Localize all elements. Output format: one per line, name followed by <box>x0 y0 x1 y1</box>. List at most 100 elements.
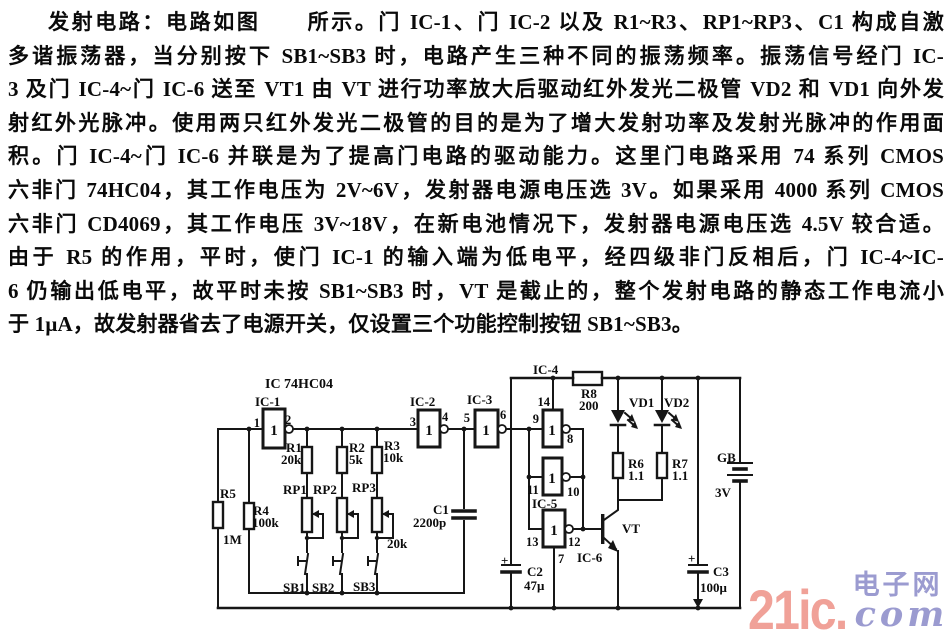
pin-11: 11 <box>527 483 539 497</box>
pin-6: 6 <box>500 408 506 422</box>
label-c2: C2 <box>527 564 543 579</box>
label-r2: R2 <box>349 440 365 455</box>
article-line: 3 及门 IC-4~门 IC-6 送至 VT1 由 VT 进行功率放大后驱动红外… <box>8 77 944 102</box>
chip-caption: IC 74HC04 <box>265 377 333 392</box>
label-ic1: IC-1 <box>255 394 280 409</box>
article-line: 由于 R5 的作用，平时，使门 IC-1 的输入端为低电平，经四级非门反相后，门… <box>8 245 944 270</box>
gate-symbol-ic4: 1 <box>548 423 556 439</box>
article-line: 六非门 CD4069，其工作电压 3V~18V，在新电池情况下，发射器电源电压选… <box>8 211 944 236</box>
gate-symbol-ic2: 1 <box>425 423 433 439</box>
pin-10: 10 <box>567 485 580 499</box>
article-line: 多谐振荡器，当分别按下 SB1~SB3 时，电路产生三种不同的振荡频率。振荡信号… <box>8 43 944 68</box>
capacitor-c2 <box>500 564 522 574</box>
label-sb3: SB3 <box>353 579 376 594</box>
article-line: 六非门 74HC04，其工作电压为 2V~6V，发射器电源电压选 3V。如果采用… <box>8 177 944 202</box>
pin-7: 7 <box>558 552 564 566</box>
ground-arrow <box>693 599 703 608</box>
value-c2: 47μ <box>524 578 545 593</box>
polarity-c2: + <box>501 553 508 568</box>
pushbutton-sb3 <box>367 552 380 576</box>
label-ic2: IC-2 <box>410 394 435 409</box>
value-r1: 20k <box>281 452 302 467</box>
transistor-vt <box>601 514 618 552</box>
label-gb: GB <box>717 450 736 465</box>
pushbutton-sb1 <box>297 552 310 576</box>
pin-12: 12 <box>568 535 581 549</box>
capacitor-c1 <box>451 509 477 520</box>
potentiometer-rp3 <box>370 496 384 534</box>
label-rp2: RP2 <box>313 482 337 497</box>
pushbutton-symbols <box>297 552 380 576</box>
resistor-r1 <box>300 445 314 475</box>
label-ic6: IC-6 <box>577 550 603 565</box>
polarity-c3: + <box>688 551 695 566</box>
pin-2: 2 <box>285 413 291 427</box>
pin-8: 8 <box>567 432 573 446</box>
label-sb1: SB1 <box>283 580 305 595</box>
gate-symbol-ic5: 1 <box>548 471 556 487</box>
label-r6: R6 <box>628 456 644 471</box>
label-r3: R3 <box>384 438 400 453</box>
pushbutton-sb2 <box>332 552 345 576</box>
gate-symbol-ic1: 1 <box>270 423 278 439</box>
watermark: 21ic. 电子网 com <box>748 572 948 638</box>
article-line: 射红外光脉冲。使用两只红外发光二极管的目的是为了增大发射功率及发射光脉冲的作用面 <box>8 110 944 135</box>
schematic-labels: IC 74HC04 IC-1 IC-2 IC-3 IC-4 IC-5 IC-6 … <box>220 362 736 595</box>
value-c3: 100μ <box>700 580 728 595</box>
junction-dots <box>246 375 701 611</box>
label-vd2: VD2 <box>664 395 689 410</box>
article-line: 6 仍输出低电平，故平时未按 SB1~SB3 时，VT 是截止的，整个发射电路的… <box>8 278 944 303</box>
potentiometer-rp2 <box>335 496 349 534</box>
value-r2: 5k <box>349 452 364 467</box>
resistor-r3 <box>370 445 384 475</box>
potentiometer-rp1 <box>300 496 314 534</box>
watermark-site: 电子网 com <box>852 570 949 635</box>
article-line: 于 1μA，故发射器省去了电源开关，仅设置三个功能控制按钮 SB1~SB3。 <box>8 312 693 337</box>
circuit-schematic: IC 74HC04 IC-1 IC-2 IC-3 IC-4 IC-5 IC-6 … <box>205 362 800 630</box>
value-r5: 1M <box>223 532 242 547</box>
led-vd2 <box>653 410 682 429</box>
pin-5: 5 <box>464 411 470 425</box>
value-r7: 1.1 <box>672 468 688 483</box>
value-r8: 200 <box>579 398 599 413</box>
value-rp: 20k <box>387 536 408 551</box>
article-text: 发射电路：电路如图 所示。门 IC-1、门 IC-2 以及 R1~R3、RP1~… <box>8 6 944 342</box>
label-r1: R1 <box>286 440 302 455</box>
watermark-brand: 21ic. <box>748 578 848 641</box>
pin-9: 9 <box>533 412 539 426</box>
resistor-r6 <box>611 451 625 480</box>
label-ic5: IC-5 <box>532 496 558 511</box>
pin-4: 4 <box>442 410 449 424</box>
label-vd1: VD1 <box>629 395 654 410</box>
value-r3: 10k <box>383 450 404 465</box>
pin-14: 14 <box>538 395 551 409</box>
watermark-site-en: com <box>854 594 949 635</box>
pin-1: 1 <box>254 416 260 430</box>
potentiometer-symbols <box>300 496 394 539</box>
inverter-bubbles <box>284 424 574 534</box>
label-rp3: RP3 <box>352 480 376 495</box>
watermark-site-cn: 电子网 <box>852 570 943 600</box>
led-vd1 <box>609 410 638 429</box>
article-line: 发射电路：电路如图 所示。门 IC-1、门 IC-2 以及 R1~R3、RP1~… <box>48 10 944 34</box>
schematic-svg: IC 74HC04 IC-1 IC-2 IC-3 IC-4 IC-5 IC-6 … <box>211 362 753 611</box>
resistor-r4 <box>242 501 256 531</box>
value-gb: 3V <box>715 485 732 500</box>
label-ic3: IC-3 <box>467 392 493 407</box>
label-vt: VT <box>622 521 640 536</box>
capacitor-c3 <box>687 564 709 574</box>
battery-symbol <box>727 462 753 483</box>
pin-3: 3 <box>410 415 416 429</box>
label-c1: C1 <box>433 502 449 517</box>
gate-symbol-ic6: 1 <box>550 523 558 539</box>
label-r8: R8 <box>581 386 597 401</box>
pin-13: 13 <box>526 535 539 549</box>
label-sb2: SB2 <box>312 580 334 595</box>
value-r6: 1.1 <box>628 468 644 483</box>
label-r4: R4 <box>253 503 269 518</box>
resistor-r2 <box>335 445 349 475</box>
label-rp1: RP1 <box>283 482 307 497</box>
label-r5: R5 <box>220 486 236 501</box>
value-r4: 100k <box>252 515 280 530</box>
gate-symbol-ic3: 1 <box>482 423 490 439</box>
